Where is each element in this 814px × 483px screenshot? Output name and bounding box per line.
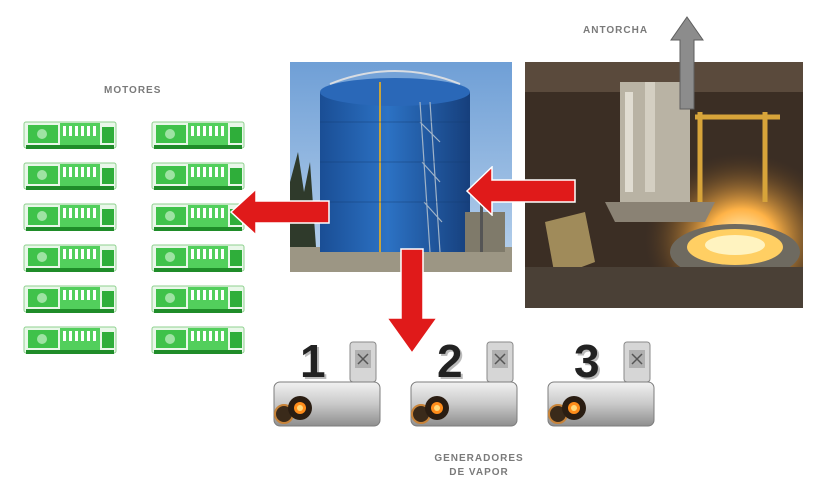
motor-generator-icon [22, 118, 118, 152]
arrow-tank-to-motors [230, 188, 330, 236]
steam-generator-number: 1 [300, 335, 326, 387]
motor-generator-icon [22, 241, 118, 275]
steam-generators-label-line1: GENERADORES [434, 453, 524, 464]
flare-label: ANTORCHA [583, 25, 649, 36]
steam-generators-label: GENERADORES DE VAPOR [420, 452, 538, 480]
steam-generator-number: 3 [574, 335, 600, 387]
steam-generator-number: 2 [437, 335, 463, 387]
motor-generator-icon [22, 200, 118, 234]
motor-generator-icon [150, 241, 246, 275]
motor-generator-icon [22, 159, 118, 193]
arrow-furnace-to-tank [466, 166, 576, 216]
motor-generator-icon [150, 200, 246, 234]
steam-generator-3: 3 [544, 336, 656, 432]
flare-arrow [670, 16, 704, 110]
motor-generator-icon [22, 282, 118, 316]
motors-label: MOTORES [104, 85, 162, 96]
arrow-tank-to-boilers [386, 248, 438, 354]
motor-generator-icon [150, 282, 246, 316]
motor-generator-icon [22, 323, 118, 357]
motor-generator-icon [150, 118, 246, 152]
steam-generator-2: 2 [407, 336, 519, 432]
motor-generator-icon [150, 323, 246, 357]
motor-generator-icon [150, 159, 246, 193]
steam-generator-1: 1 [270, 336, 382, 432]
steam-generators-label-line2: DE VAPOR [449, 467, 509, 478]
